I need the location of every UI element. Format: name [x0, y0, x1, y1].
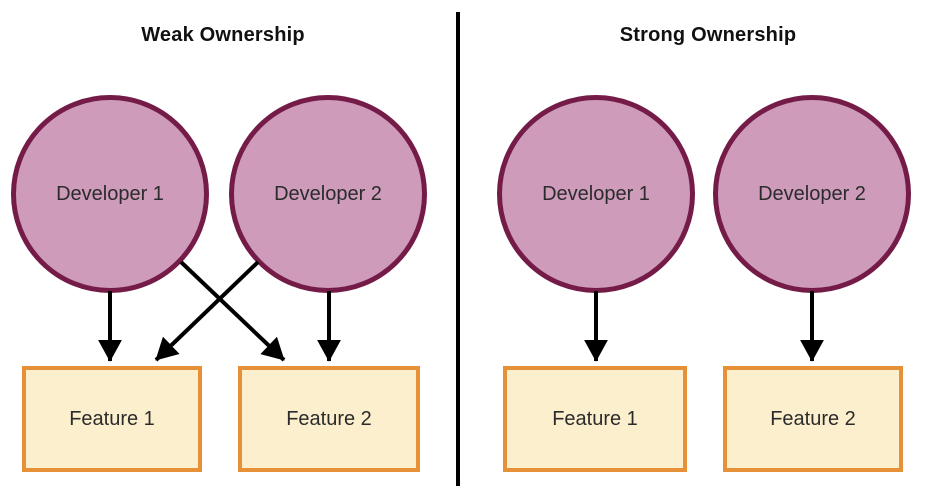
strong-developer-2-label: Developer 2 — [758, 182, 866, 205]
weak-ownership-title: Weak Ownership — [141, 24, 305, 46]
strong-feature-2-label: Feature 2 — [770, 407, 856, 430]
strong-developer-1-label: Developer 1 — [542, 182, 650, 205]
weak-feature-2-node: Feature 2 — [238, 366, 420, 472]
weak-feature-1-node: Feature 1 — [22, 366, 202, 472]
strong-feature-1-label: Feature 1 — [552, 407, 638, 430]
arrow-weak-dev1-feature2 — [179, 260, 286, 362]
panel-divider-line — [456, 12, 460, 486]
arrow-weak-dev2-feature1 — [154, 260, 260, 362]
weak-developer-2-label: Developer 2 — [274, 182, 382, 205]
weak-feature-1-label: Feature 1 — [69, 407, 155, 430]
strong-feature-2-node: Feature 2 — [723, 366, 903, 472]
weak-developer-1-label: Developer 1 — [56, 182, 164, 205]
strong-developer-2-node: Developer 2 — [713, 95, 911, 293]
strong-developer-1-node: Developer 1 — [497, 95, 695, 293]
weak-feature-2-label: Feature 2 — [286, 407, 372, 430]
weak-developer-2-node: Developer 2 — [229, 95, 427, 293]
strong-ownership-title: Strong Ownership — [619, 24, 797, 46]
weak-developer-1-node: Developer 1 — [11, 95, 209, 293]
strong-feature-1-node: Feature 1 — [503, 366, 687, 472]
